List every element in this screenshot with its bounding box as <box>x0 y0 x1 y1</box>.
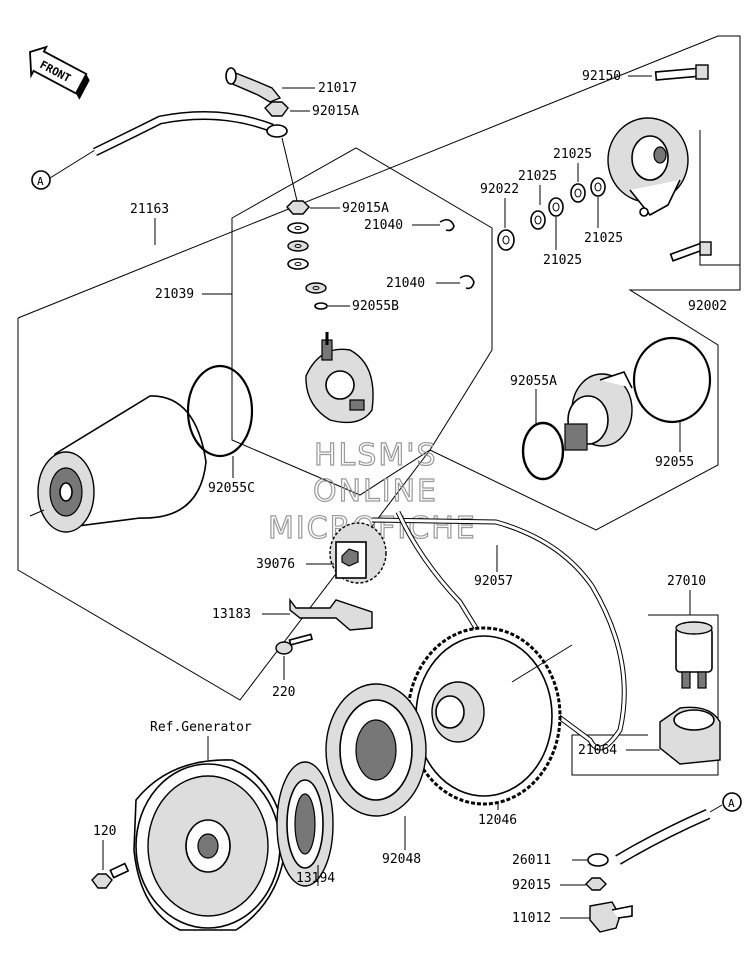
label-92048: 92048 <box>382 852 421 867</box>
svg-text:A: A <box>728 797 735 810</box>
o-ring-92055b <box>314 302 328 310</box>
o-ring-92055 <box>632 336 712 424</box>
front-cover-pinion <box>564 371 633 451</box>
brush-holder-outline <box>231 147 493 496</box>
o-ring-92055c <box>186 364 254 458</box>
idle-gear-39076 <box>329 522 387 584</box>
label-ref-generator: Ref.Generator <box>150 720 252 735</box>
label-21039: 21039 <box>155 287 194 302</box>
label-92055c: 92055C <box>208 481 255 496</box>
drive-chain-92057 <box>371 510 627 751</box>
washer-stack <box>287 222 327 294</box>
nut-92015 <box>585 877 607 891</box>
nut-92015a-inner <box>286 200 310 215</box>
label-92057: 92057 <box>474 574 513 589</box>
label-92002: 92002 <box>688 299 727 314</box>
label-12046: 12046 <box>478 813 517 828</box>
starter-relay-27010 <box>675 621 713 689</box>
terminal-cap-21017 <box>225 67 282 103</box>
screw-220 <box>275 633 314 655</box>
label-21163: 21163 <box>130 202 169 217</box>
label-13194: 13194 <box>296 871 335 886</box>
clip-21040-lower <box>459 274 475 290</box>
label-220: 220 <box>272 685 295 700</box>
brush-plate-assembly <box>305 332 374 424</box>
clutch-housing-92048 <box>325 683 427 817</box>
bolt-92150 <box>654 64 709 81</box>
label-13183: 13183 <box>212 607 251 622</box>
label-92022: 92022 <box>480 182 519 197</box>
svg-text:HLSM'S: HLSM'S <box>314 438 438 473</box>
ref-a-marker-top: A <box>31 149 96 190</box>
label-21017: 21017 <box>318 81 357 96</box>
label-92150: 92150 <box>582 69 621 84</box>
washers-21025 <box>497 177 606 251</box>
starter-gear-12046 <box>406 626 562 806</box>
terminal-cap-11012 <box>589 901 633 933</box>
label-92015a-inner: 92015A <box>342 201 389 216</box>
bolt-92002 <box>669 241 712 262</box>
label-26011: 26011 <box>512 853 551 868</box>
generator-rotor <box>133 759 287 931</box>
o-ring-92055a <box>521 421 565 481</box>
one-way-clutch-13194 <box>276 761 334 887</box>
front-arrow-icon: FRONT <box>29 45 90 100</box>
label-120: 120 <box>93 824 116 839</box>
label-21025-c: 21025 <box>543 253 582 268</box>
ref-a-marker-bottom: A <box>709 792 742 813</box>
label-92015: 92015 <box>512 878 551 893</box>
label-92055: 92055 <box>655 455 694 470</box>
label-39076: 39076 <box>256 557 295 572</box>
label-27010: 27010 <box>667 574 706 589</box>
svg-text:A: A <box>37 175 44 188</box>
nut-92015a-top <box>264 101 289 117</box>
label-21025-a: 21025 <box>553 147 592 162</box>
label-21040-lower: 21040 <box>386 276 425 291</box>
motor-yoke <box>37 395 207 533</box>
label-21040-upper: 21040 <box>364 218 403 233</box>
label-21025-b: 21025 <box>518 169 557 184</box>
label-21064: 21064 <box>578 743 617 758</box>
label-92055b: 92055B <box>352 299 399 314</box>
svg-text:ONLINE: ONLINE <box>313 474 438 509</box>
chain-guide-13183 <box>289 597 373 631</box>
clip-21040-upper <box>439 218 455 232</box>
end-cover-housing <box>607 117 689 217</box>
label-21025-d: 21025 <box>584 231 623 246</box>
bolt-120 <box>91 862 130 889</box>
label-11012: 11012 <box>512 911 551 926</box>
relay-holder-21064 <box>659 706 721 765</box>
label-92055a: 92055A <box>510 374 557 389</box>
label-92015a-top: 92015A <box>312 104 359 119</box>
